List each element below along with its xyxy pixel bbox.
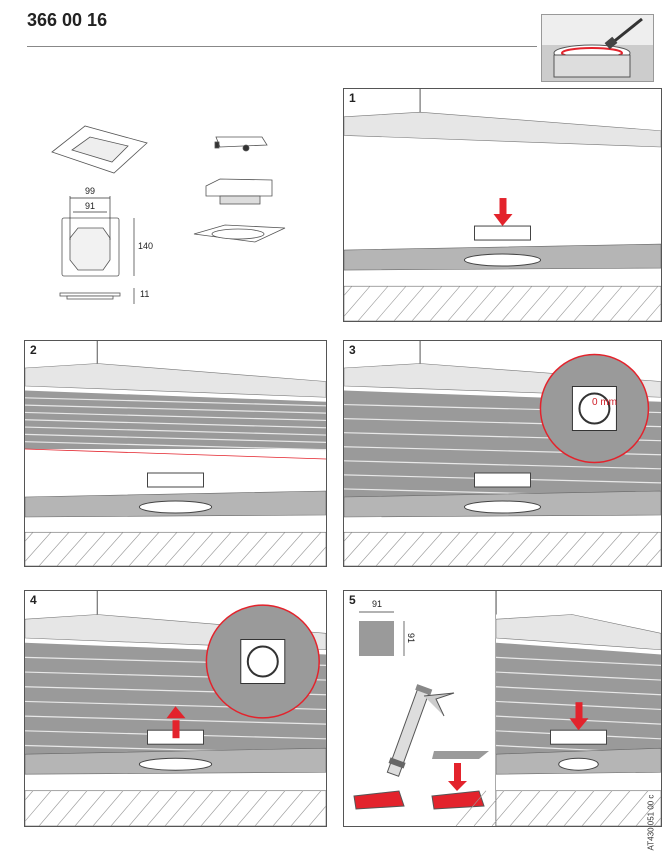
step-2-illustration	[25, 341, 326, 566]
cover-width-dim: 91	[372, 599, 383, 609]
step-5-install-cover-illustration	[455, 591, 661, 826]
document-code: AT430 051 00 c	[646, 794, 656, 851]
cover-height-dim: 91	[406, 632, 417, 644]
step-3-panel: 3 0 mm	[343, 340, 662, 567]
dim-outer-width: 99	[85, 186, 96, 196]
dim-height: 140	[138, 241, 154, 251]
step-2-panel: 2	[24, 340, 327, 567]
title-divider	[27, 46, 537, 47]
step-number: 1	[349, 91, 356, 105]
step-3-illustration	[344, 341, 661, 566]
step-number: 3	[349, 343, 356, 357]
dim-thickness: 11	[140, 289, 150, 299]
step-5-cut-and-glue-illustration	[353, 591, 497, 826]
parts-drawing	[51, 125, 286, 304]
step-4-illustration	[25, 591, 326, 826]
document-title: 366 00 16	[27, 10, 108, 30]
sealing-thumbnail-illustration	[541, 14, 654, 82]
step-number: 2	[30, 343, 37, 357]
dim-inner-width: 91	[85, 201, 96, 211]
step-1-panel: 1	[343, 88, 662, 322]
step-number: 4	[30, 593, 37, 607]
parts-overview-diagram: 99 91 140 11	[40, 100, 300, 310]
step-5-panel: 5 91 91	[343, 590, 662, 827]
step-1-illustration	[344, 89, 661, 321]
gap-callout-label: 0 mm	[592, 397, 617, 408]
step-4-panel: 4	[24, 590, 327, 827]
step-number: 5	[349, 593, 356, 607]
